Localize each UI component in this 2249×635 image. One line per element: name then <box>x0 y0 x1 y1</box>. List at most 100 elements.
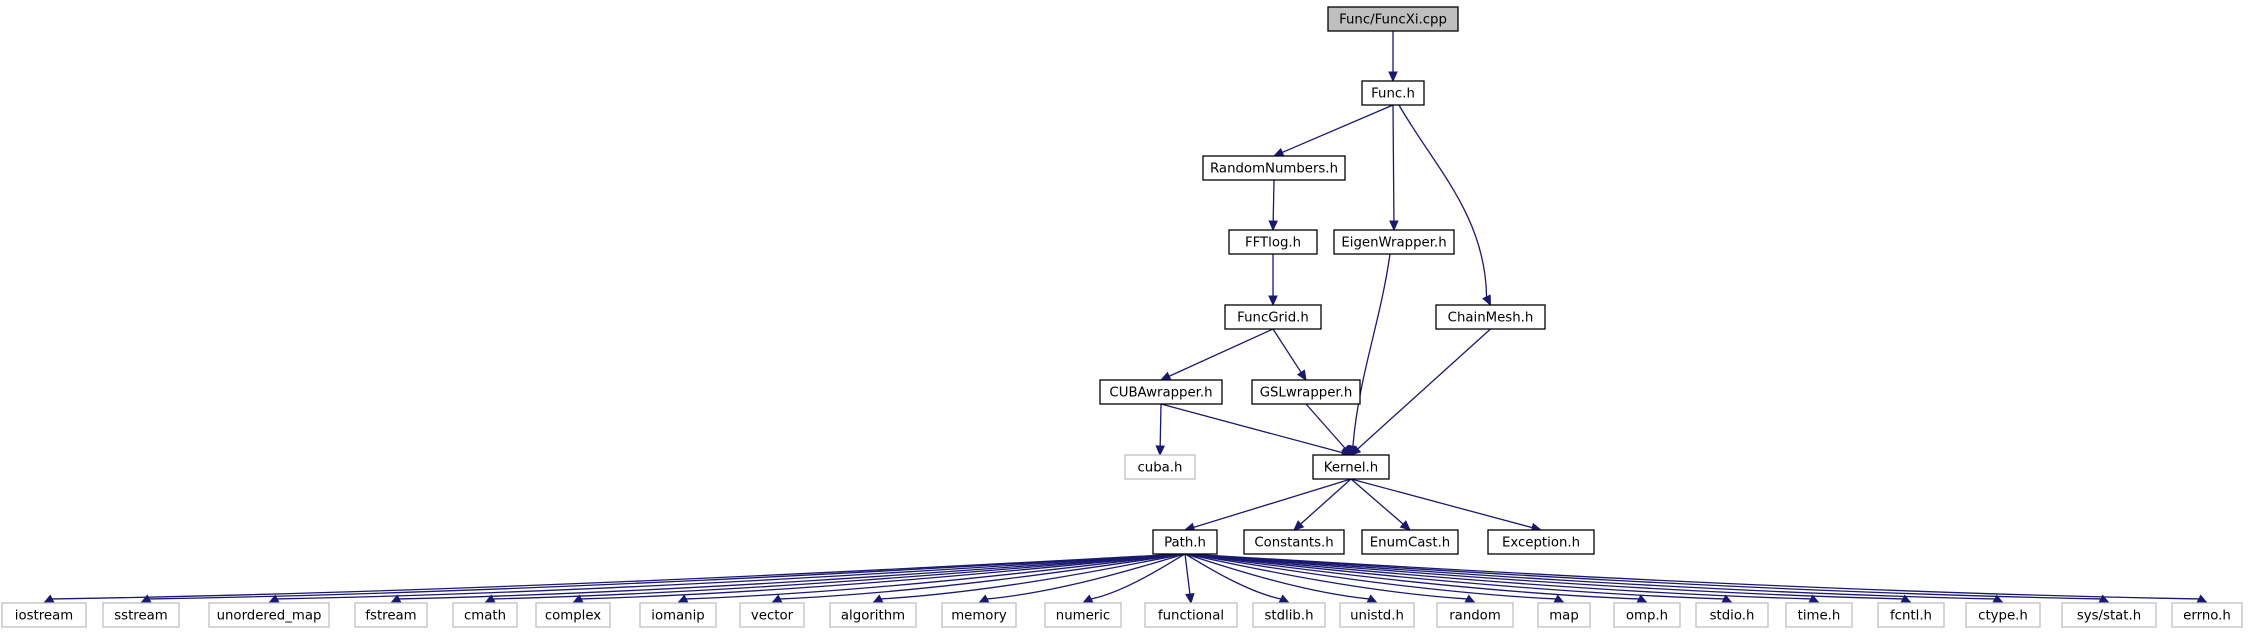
node-label: ctype.h <box>1978 609 2028 624</box>
node-label: iomanip <box>651 609 705 624</box>
node-label: numeric <box>1056 609 1110 624</box>
node-box <box>1361 529 1459 555</box>
node-kernel[interactable]: Kernel.h <box>1312 454 1390 480</box>
node-label: GSLwrapper.h <box>1260 386 1353 401</box>
node-fstream[interactable]: fstream <box>354 602 428 628</box>
node-box <box>1202 155 1346 181</box>
node-complex[interactable]: complex <box>535 602 611 628</box>
node-box <box>1228 229 1318 255</box>
edge-path-to-functional <box>1184 553 1195 605</box>
node-box <box>1436 602 1514 628</box>
node-box <box>452 602 518 628</box>
nodes-layer: Func/FuncXi.cppFunc.hRandomNumbers.hEige… <box>1 6 2243 628</box>
node-stdlib[interactable]: stdlib.h <box>1252 602 1326 628</box>
node-numeric[interactable]: numeric <box>1044 602 1122 628</box>
node-ctype[interactable]: ctype.h <box>1965 602 2041 628</box>
node-box <box>1333 229 1455 255</box>
node-cmath[interactable]: cmath <box>452 602 518 628</box>
node-box <box>1361 80 1425 106</box>
node-label: time.h <box>1798 609 1841 624</box>
edge-cubawrapper-to-cuba <box>1155 403 1165 457</box>
node-random[interactable]: random <box>1436 602 1514 628</box>
node-box <box>1327 6 1459 32</box>
node-stdio[interactable]: stdio.h <box>1695 602 1769 628</box>
node-label: Func.h <box>1371 87 1415 102</box>
node-label: sys/stat.h <box>2077 609 2141 624</box>
node-box <box>639 602 717 628</box>
node-label: Kernel.h <box>1324 461 1378 476</box>
node-box <box>1487 529 1595 555</box>
node-omp[interactable]: omp.h <box>1613 602 1681 628</box>
node-funcgrid[interactable]: FuncGrid.h <box>1224 304 1322 330</box>
node-label: stdlib.h <box>1264 609 1313 624</box>
edge-kernel-to-enumcast <box>1350 478 1411 531</box>
node-gslwrapper[interactable]: GSLwrapper.h <box>1251 379 1361 405</box>
node-path[interactable]: Path.h <box>1152 529 1218 555</box>
edge-func-to-randomnumbers <box>1272 104 1394 157</box>
node-iomanip[interactable]: iomanip <box>639 602 717 628</box>
node-vector[interactable]: vector <box>739 602 805 628</box>
node-label: iostream <box>15 609 73 624</box>
node-box <box>1251 379 1361 405</box>
node-randomnumbers[interactable]: RandomNumbers.h <box>1202 155 1346 181</box>
edges-layer <box>42 31 2209 605</box>
node-box <box>829 602 917 628</box>
node-box <box>1435 304 1546 330</box>
node-iostream[interactable]: iostream <box>1 602 87 628</box>
edge-kernel-to-path <box>1183 478 1352 532</box>
node-map[interactable]: map <box>1537 602 1591 628</box>
node-func[interactable]: Func.h <box>1361 80 1425 106</box>
node-functional[interactable]: functional <box>1144 602 1238 628</box>
edge-funcgrid-to-cubawrapper <box>1159 328 1274 381</box>
edge-funcgrid-to-gslwrapper <box>1272 328 1307 382</box>
node-algorithm[interactable]: algorithm <box>829 602 917 628</box>
node-enumcast[interactable]: EnumCast.h <box>1361 529 1459 555</box>
node-box <box>1044 602 1122 628</box>
edge-gslwrapper-to-kernel <box>1305 403 1352 456</box>
edge-kernel-to-constants <box>1293 478 1352 531</box>
node-box <box>208 602 330 628</box>
node-label: EnumCast.h <box>1370 536 1450 551</box>
node-label: Path.h <box>1164 536 1206 551</box>
edge-func-to-eigenwrapper <box>1389 104 1399 232</box>
node-label: sstream <box>114 609 168 624</box>
node-box <box>1312 454 1390 480</box>
edge-funcxi-to-func <box>1388 31 1398 83</box>
node-cubawrapper[interactable]: CUBAwrapper.h <box>1099 379 1223 405</box>
edge-cubawrapper-to-kernel <box>1160 403 1353 458</box>
node-constants[interactable]: Constants.h <box>1243 529 1345 555</box>
node-exception[interactable]: Exception.h <box>1487 529 1595 555</box>
node-time[interactable]: time.h <box>1785 602 1853 628</box>
node-unistd[interactable]: unistd.h <box>1339 602 1415 628</box>
node-eigenwrapper[interactable]: EigenWrapper.h <box>1333 229 1455 255</box>
node-box <box>1537 602 1591 628</box>
node-fftlog[interactable]: FFTlog.h <box>1228 229 1318 255</box>
node-label: map <box>1549 609 1579 624</box>
node-sysstat[interactable]: sys/stat.h <box>2061 602 2157 628</box>
node-box <box>2171 602 2243 628</box>
node-funcxi[interactable]: Func/FuncXi.cpp <box>1327 6 1459 32</box>
node-label: FuncGrid.h <box>1237 311 1309 326</box>
node-fcntl[interactable]: fcntl.h <box>1877 602 1945 628</box>
node-label: Constants.h <box>1254 536 1333 551</box>
node-cuba[interactable]: cuba.h <box>1124 454 1196 480</box>
node-label: omp.h <box>1626 609 1668 624</box>
edge-kernel-to-exception <box>1350 478 1543 533</box>
node-chainmesh[interactable]: ChainMesh.h <box>1435 304 1546 330</box>
node-unordered-map[interactable]: unordered_map <box>208 602 330 628</box>
node-box <box>1613 602 1681 628</box>
node-box <box>1224 304 1322 330</box>
node-sstream[interactable]: sstream <box>102 602 180 628</box>
node-memory[interactable]: memory <box>941 602 1017 628</box>
node-errno[interactable]: errno.h <box>2171 602 2243 628</box>
node-label: errno.h <box>2183 609 2231 624</box>
node-label: fstream <box>365 609 416 624</box>
node-label: FFTlog.h <box>1245 236 1301 251</box>
node-box <box>1152 529 1218 555</box>
node-box <box>739 602 805 628</box>
node-box <box>1243 529 1345 555</box>
edge-randomnumbers-to-fftlog <box>1268 179 1278 232</box>
node-label: unistd.h <box>1350 609 1404 624</box>
node-box <box>1339 602 1415 628</box>
